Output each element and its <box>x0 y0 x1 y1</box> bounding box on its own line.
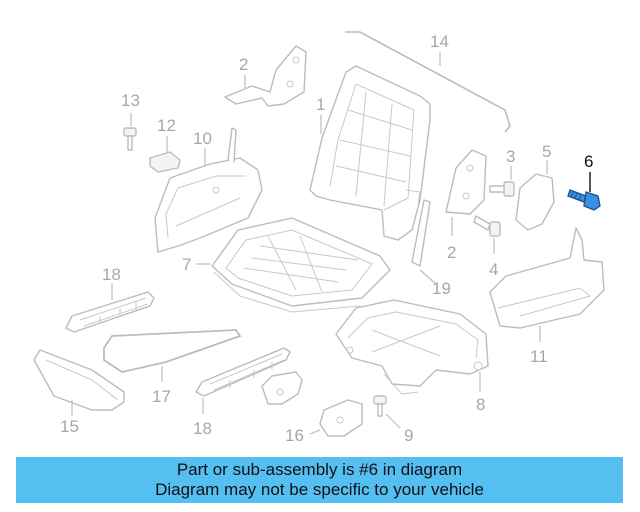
part-bracket-small[interactable] <box>261 371 303 405</box>
part-2-hinge-bracket-top[interactable] <box>224 45 307 107</box>
part-13-bolt[interactable] <box>123 127 137 151</box>
label-11[interactable]: 11 <box>530 347 548 366</box>
part-2-side-bracket[interactable] <box>445 149 487 215</box>
part-1-seat-back-frame[interactable] <box>309 65 431 241</box>
part-16-bracket[interactable] <box>319 399 363 437</box>
part-8-seat-track-mechanism[interactable] <box>335 299 489 395</box>
part-14-rod[interactable] <box>345 31 511 133</box>
banner-line-2: Diagram may not be specific to your vehi… <box>155 480 484 499</box>
label-3[interactable]: 3 <box>506 147 515 166</box>
info-banner: Part or sub-assembly is #6 in diagram Di… <box>16 457 623 503</box>
label-1[interactable]: 1 <box>316 95 325 114</box>
label-2-mid[interactable]: 2 <box>447 243 456 262</box>
part-7-cushion-frame[interactable] <box>211 217 391 313</box>
label-2-top[interactable]: 2 <box>239 55 248 74</box>
part-15-side-cover[interactable] <box>33 349 125 411</box>
part-6-bolt-highlighted[interactable] <box>567 189 601 211</box>
label-9[interactable]: 9 <box>404 426 413 445</box>
part-19-strap[interactable] <box>411 199 431 267</box>
label-15[interactable]: 15 <box>60 417 79 436</box>
label-4[interactable]: 4 <box>489 260 498 279</box>
label-19[interactable]: 19 <box>432 279 451 298</box>
seat-parts-diagram: 14 2 1 13 12 10 <box>33 31 605 445</box>
part-3-bolt[interactable] <box>489 181 515 197</box>
part-17-wire-frame[interactable] <box>103 329 242 373</box>
part-5-cover[interactable] <box>515 173 555 231</box>
label-12[interactable]: 12 <box>157 116 176 135</box>
label-7[interactable]: 7 <box>182 255 191 274</box>
label-14[interactable]: 14 <box>430 32 449 51</box>
part-12-cap[interactable] <box>149 151 181 173</box>
banner-line-1: Part or sub-assembly is #6 in diagram <box>176 460 463 479</box>
part-18-track-upper[interactable] <box>65 291 155 333</box>
label-5[interactable]: 5 <box>542 142 551 161</box>
part-18-track-lower[interactable] <box>195 347 291 397</box>
label-16[interactable]: 16 <box>285 426 304 445</box>
part-10-side-shield[interactable] <box>154 127 263 253</box>
label-10[interactable]: 10 <box>193 129 212 148</box>
part-9-bolt[interactable] <box>373 395 387 417</box>
label-13[interactable]: 13 <box>121 91 140 110</box>
part-4-bolt[interactable] <box>473 215 501 237</box>
label-18-bottom[interactable]: 18 <box>193 419 212 438</box>
label-6[interactable]: 6 <box>584 152 593 171</box>
label-18-top[interactable]: 18 <box>102 265 121 284</box>
label-8[interactable]: 8 <box>476 395 485 414</box>
part-11-side-trim[interactable] <box>489 227 605 329</box>
label-17[interactable]: 17 <box>152 387 171 406</box>
